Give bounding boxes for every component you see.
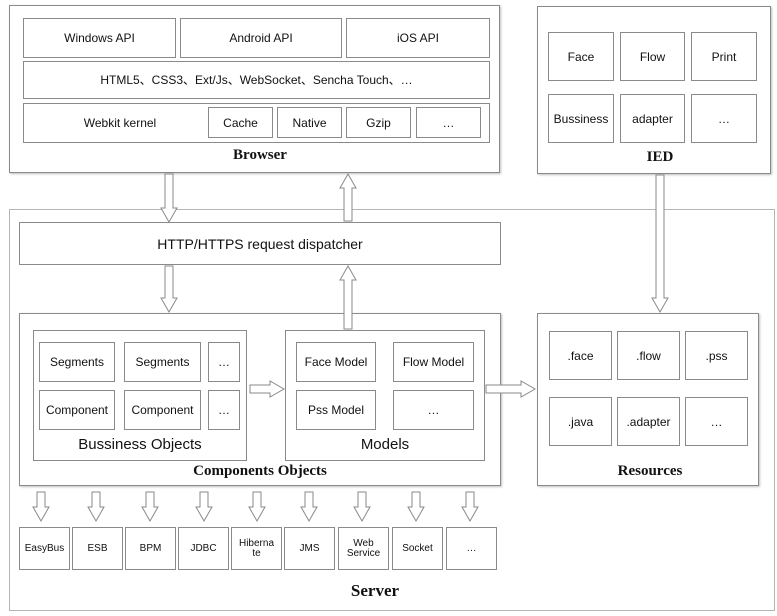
windows-api: Windows API bbox=[23, 18, 176, 58]
ied-bussiness: Bussiness bbox=[548, 94, 614, 143]
arrow-to-easybus bbox=[32, 491, 50, 523]
ied-adapter: adapter bbox=[620, 94, 685, 143]
res-flow: .flow bbox=[617, 331, 680, 380]
kernel-gzip: Gzip bbox=[346, 107, 411, 138]
ied-face: Face bbox=[548, 32, 614, 81]
request-dispatcher: HTTP/HTTPS request dispatcher bbox=[19, 222, 501, 265]
kernel-cache: Cache bbox=[208, 107, 273, 138]
browser-title: Browser bbox=[233, 147, 287, 163]
server-title: Server bbox=[350, 581, 400, 600]
business-more-1: … bbox=[208, 342, 240, 382]
business-more-2: … bbox=[208, 390, 240, 430]
arrow-to-bpm bbox=[141, 491, 159, 523]
arrow-components-to-resources bbox=[485, 380, 537, 398]
android-api: Android API bbox=[180, 18, 342, 58]
arrow-to-esb bbox=[87, 491, 105, 523]
business-component-1: Component bbox=[39, 390, 115, 430]
arrow-to-jdbc bbox=[195, 491, 213, 523]
connector-more: … bbox=[446, 527, 497, 570]
res-java: .java bbox=[549, 397, 612, 446]
ied-title: IED bbox=[646, 149, 674, 165]
arrow-dispatcher-to-browser bbox=[339, 172, 357, 222]
face-model: Face Model bbox=[296, 342, 376, 382]
ied-flow: Flow bbox=[620, 32, 685, 81]
arrow-ied-to-resources bbox=[651, 174, 669, 314]
models-title: Models bbox=[360, 436, 410, 453]
ied-print: Print bbox=[691, 32, 757, 81]
flow-model: Flow Model bbox=[393, 342, 474, 382]
resources-title: Resources bbox=[617, 463, 683, 479]
ied-more: … bbox=[691, 94, 757, 143]
connector-socket: Socket bbox=[392, 527, 443, 570]
arrow-to-hibernate bbox=[248, 491, 266, 523]
business-segments-1: Segments bbox=[39, 342, 115, 382]
business-segments-2: Segments bbox=[124, 342, 201, 382]
business-component-2: Component bbox=[124, 390, 201, 430]
pss-model: Pss Model bbox=[296, 390, 376, 430]
tech-stack-row: HTML5、CSS3、Ext/Js、WebSocket、Sencha Touch… bbox=[23, 61, 490, 99]
res-more: … bbox=[685, 397, 748, 446]
connector-esb: ESB bbox=[72, 527, 123, 570]
connector-hibernate: Hiberna te bbox=[231, 527, 282, 570]
connector-easybus: EasyBus bbox=[19, 527, 70, 570]
kernel-more: … bbox=[416, 107, 481, 138]
res-face: .face bbox=[549, 331, 612, 380]
components-objects-title: Components Objects bbox=[193, 463, 327, 479]
res-pss: .pss bbox=[685, 331, 748, 380]
arrow-browser-to-dispatcher bbox=[160, 173, 178, 224]
arrow-to-web-service bbox=[353, 491, 371, 523]
business-objects-title: Bussiness Objects bbox=[78, 436, 202, 453]
arrow-models-to-dispatcher bbox=[339, 264, 357, 330]
connector-jms: JMS bbox=[284, 527, 335, 570]
connector-bpm: BPM bbox=[125, 527, 176, 570]
webkit-kernel-label: Webkit kernel bbox=[83, 116, 157, 130]
arrow-dispatcher-to-business bbox=[160, 265, 178, 314]
res-adapter: .adapter bbox=[617, 397, 680, 446]
connector-web-service: Web Service bbox=[338, 527, 389, 570]
ios-api: iOS API bbox=[346, 18, 490, 58]
arrow-to-socket bbox=[407, 491, 425, 523]
arrow-business-to-models bbox=[249, 380, 286, 398]
connector-jdbc: JDBC bbox=[178, 527, 229, 570]
arrow-to-jms bbox=[300, 491, 318, 523]
arrow-to-more bbox=[461, 491, 479, 523]
models-more: … bbox=[393, 390, 474, 430]
kernel-native: Native bbox=[277, 107, 342, 138]
